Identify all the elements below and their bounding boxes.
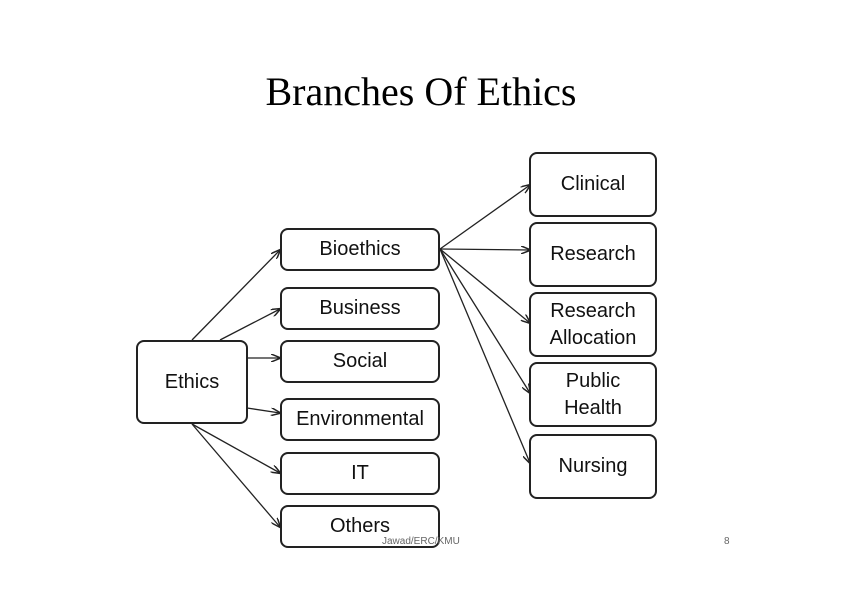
- node-social: Social: [280, 340, 440, 383]
- node-label: Bioethics: [319, 238, 401, 260]
- arrow-bioethics-research: [439, 249, 530, 250]
- arrow-bioethics-clinical: [439, 185, 530, 250]
- arrow-bioethics-public-health: [439, 248, 530, 393]
- footer-author: Jawad/ERC/KMU: [382, 536, 460, 547]
- arrow-ethics-it: [191, 423, 280, 473]
- arrow-ethics-business: [219, 309, 280, 341]
- node-label: IT: [351, 462, 369, 484]
- node-it: IT: [280, 452, 440, 495]
- node-research-allocation: Research Allocation: [529, 292, 657, 357]
- arrow-ethics-environmental: [246, 407, 280, 413]
- node-label: Nursing: [558, 455, 628, 477]
- arrow-ethics-others: [191, 423, 280, 527]
- node-bioethics: Bioethics: [280, 228, 440, 271]
- node-research: Research: [529, 222, 657, 287]
- node-label: Environmental: [296, 408, 424, 430]
- node-environmental: Environmental: [280, 398, 440, 441]
- node-label: Research Allocation: [549, 299, 637, 349]
- node-label: Business: [319, 297, 401, 319]
- arrow-ethics-bioethics: [191, 250, 280, 341]
- node-label: Others: [329, 515, 391, 537]
- slide-title: Branches Of Ethics: [265, 69, 577, 114]
- node-label: Public Health: [564, 369, 622, 419]
- node-public-health: Public Health: [529, 362, 657, 427]
- node-others: Others: [280, 505, 440, 548]
- arrow-bioethics-nursing: [439, 248, 530, 463]
- node-label: Research: [550, 243, 636, 265]
- node-ethics: Ethics: [136, 340, 248, 424]
- node-clinical: Clinical: [529, 152, 657, 217]
- arrow-bioethics-research-allocation: [439, 248, 530, 323]
- node-nursing: Nursing: [529, 434, 657, 499]
- node-ethics-label: Ethics: [164, 370, 220, 393]
- node-label: Clinical: [560, 173, 626, 195]
- node-business: Business: [280, 287, 440, 330]
- page-number: 8: [724, 536, 730, 547]
- node-label: Social: [332, 350, 388, 372]
